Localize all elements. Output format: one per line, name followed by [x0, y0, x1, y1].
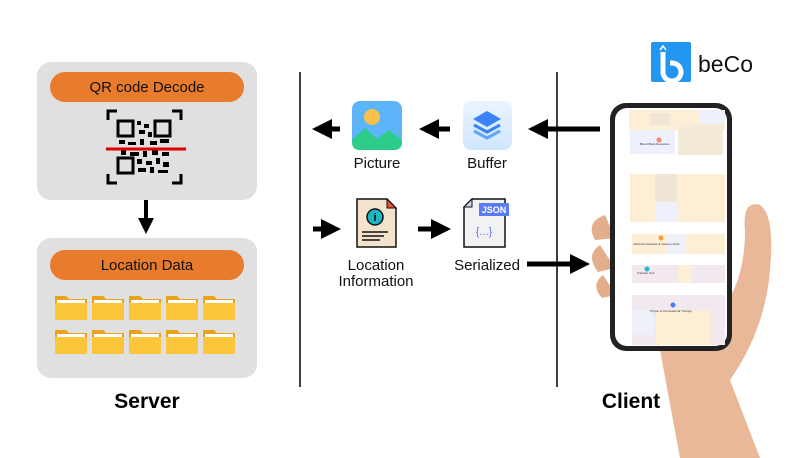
qr-decode-panel: QR code Decode	[37, 62, 257, 200]
folder-icon	[166, 296, 198, 320]
client-title: Client	[602, 390, 660, 413]
location-info-label-line1: Location	[348, 257, 405, 274]
serialized-label: Serialized	[454, 257, 520, 274]
json-braces: {...}	[476, 226, 493, 238]
location-data-pill	[50, 250, 244, 280]
map-label: Infectious Disease & Vaccine Clinic	[633, 242, 680, 246]
folder-icon	[129, 330, 161, 354]
map-label: Physio & Occupational Therapy	[650, 309, 692, 313]
server-title: Server	[114, 390, 179, 413]
hand-holding-phone: Blood Bank Reception Infectious Disease …	[591, 103, 772, 458]
folder-icon	[92, 296, 124, 320]
location-data-panel: Location Data	[37, 238, 257, 378]
json-file-icon: JSON {...}	[462, 197, 509, 248]
beco-logo: beCo	[651, 42, 753, 84]
phone-screen	[615, 108, 727, 346]
location-data-label: Location Data	[101, 257, 194, 274]
folder-icon	[55, 330, 87, 354]
picture-icon	[352, 101, 402, 150]
folder-icon	[129, 296, 161, 320]
json-badge: JSON	[482, 205, 507, 215]
logo-text: beCo	[698, 51, 753, 77]
svg-text:i: i	[373, 212, 376, 224]
folder-icon	[203, 330, 235, 354]
folder-icon	[166, 330, 198, 354]
folder-icon	[55, 296, 87, 320]
buffer-label: Buffer	[467, 155, 507, 172]
picture-label: Picture	[354, 155, 401, 172]
folder-icon	[203, 296, 235, 320]
location-info-document-icon: i	[356, 197, 398, 248]
location-info-label-line2: Information	[338, 273, 413, 290]
map-label: Fracture Unit	[637, 271, 655, 275]
folders-grid	[55, 296, 235, 354]
qr-decode-label: QR code Decode	[89, 79, 204, 96]
qr-code-icon	[106, 109, 186, 185]
buffer-layers-icon	[463, 101, 512, 150]
indoor-map: Blood Bank Reception Infectious Disease …	[629, 110, 725, 345]
map-label: Blood Bank Reception	[640, 142, 670, 146]
folder-icon	[92, 330, 124, 354]
qr-decode-pill	[50, 72, 244, 102]
